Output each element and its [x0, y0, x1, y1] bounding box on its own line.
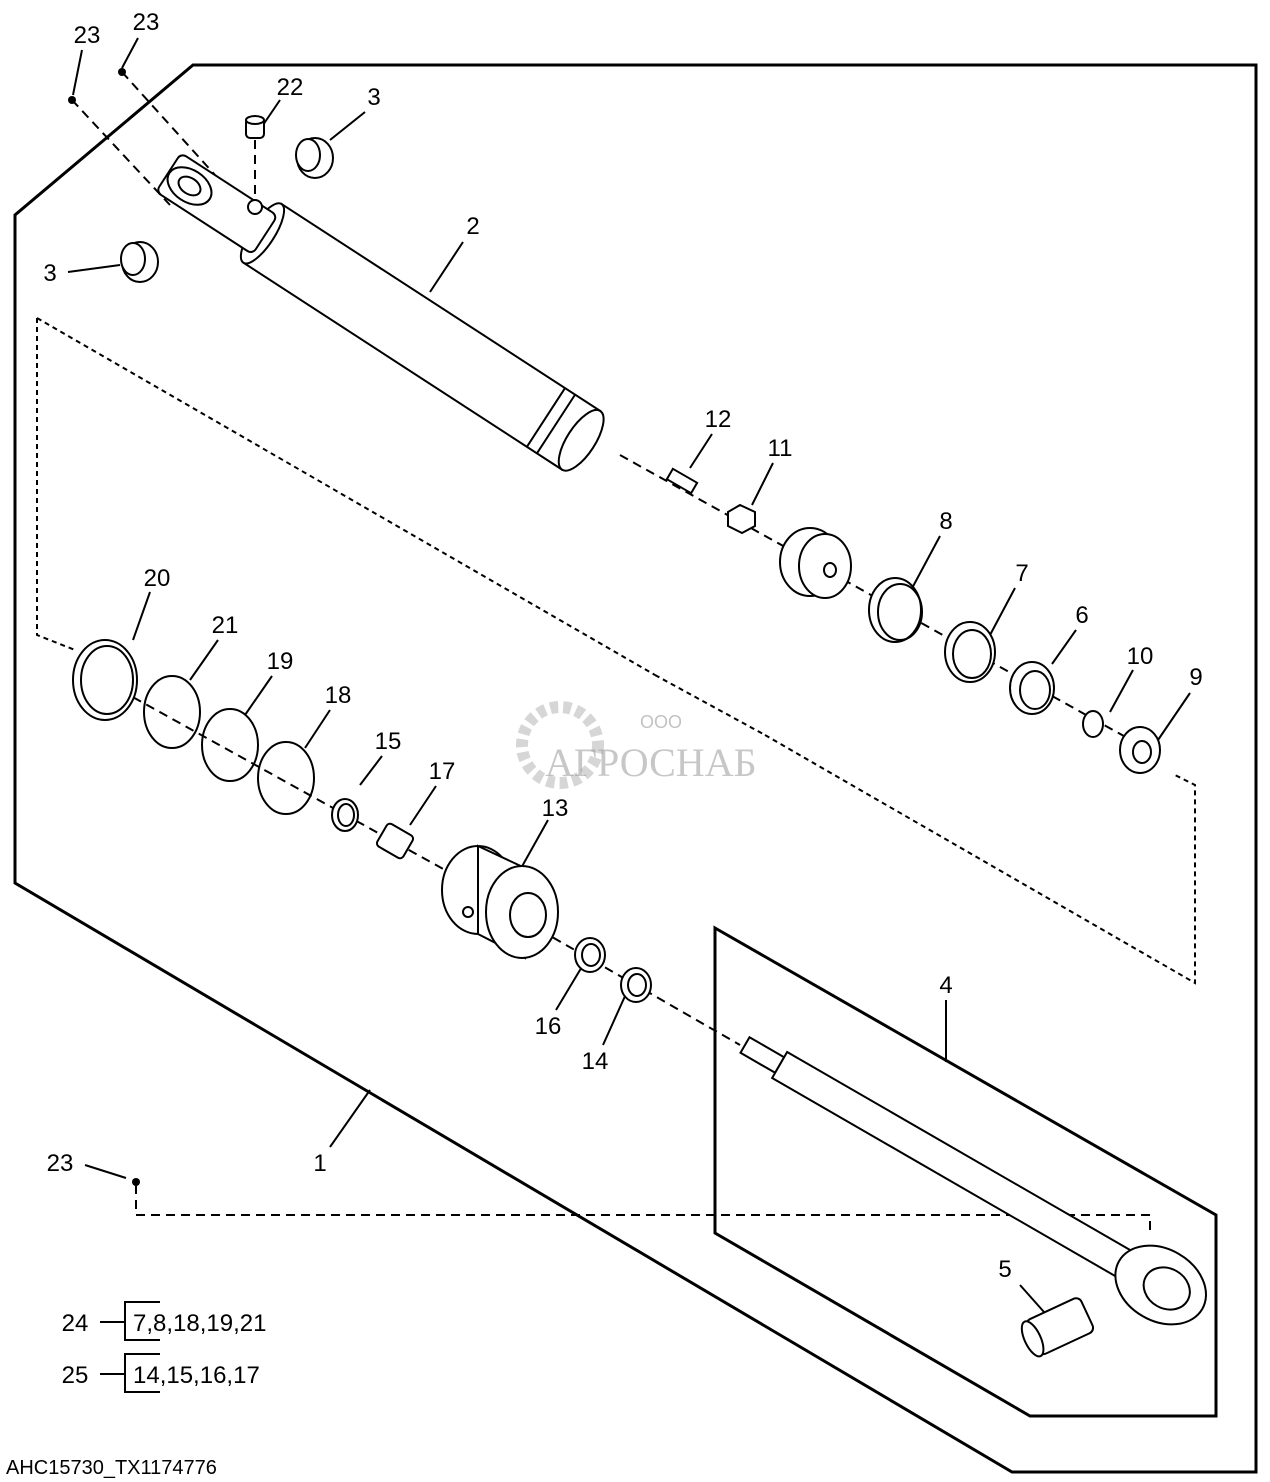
callout-6: 6: [1075, 602, 1088, 629]
callout-15: 15: [375, 728, 402, 755]
callout-21: 21: [212, 612, 239, 639]
grease-port: [247, 199, 263, 215]
kit-contents: 14,15,16,17: [133, 1362, 260, 1389]
bushing-17: [375, 822, 415, 860]
bushing-5: [1020, 1297, 1095, 1358]
seal-16: [574, 937, 606, 973]
ring-20: [72, 639, 138, 721]
piston: [779, 527, 852, 599]
seal-15: [331, 798, 359, 832]
callout-22: 22: [277, 74, 304, 101]
wear-ring-8: [868, 577, 923, 643]
assembly-outline: [13, 63, 1258, 1474]
o-ring-19: [201, 708, 259, 782]
callout-labels: 23 23 22 3 3 2 12 11 8 7 6 10 9 20 21 19…: [43, 9, 1202, 1283]
callout-8: 8: [939, 508, 952, 535]
callout-12: 12: [705, 406, 732, 433]
callout-14: 14: [582, 1048, 609, 1075]
seal-7: [944, 621, 996, 683]
callout-13: 13: [542, 795, 569, 822]
grease-fitting-23c: [132, 1178, 140, 1186]
o-ring-21: [143, 675, 201, 749]
callout-2: 2: [466, 213, 479, 240]
leader-lines: [67, 37, 1191, 1331]
callout-9: 9: [1189, 664, 1202, 691]
watermark-name: АГРОСНАБ: [545, 740, 757, 785]
figure-code: AHC15730_TX1174776: [6, 1457, 217, 1479]
cylinder-barrel: [157, 154, 605, 472]
seal-group-dashed-outline: [36, 317, 1196, 985]
grease-fitting-23a: [68, 96, 76, 104]
kit-id: 24: [62, 1310, 89, 1337]
callout-7: 7: [1015, 560, 1028, 587]
callout-4: 4: [939, 972, 952, 999]
watermark-logo: ООО АГРОСНАБ: [516, 701, 757, 789]
kit-id: 25: [62, 1362, 89, 1389]
callout-20: 20: [144, 565, 171, 592]
kit-contents: 7,8,18,19,21: [133, 1310, 266, 1337]
ring-10: [1082, 710, 1104, 738]
gland-13: [441, 844, 559, 960]
callout-16: 16: [535, 1013, 562, 1040]
callout-3: 3: [367, 84, 380, 111]
nut-11: [727, 503, 756, 535]
valve-12: [665, 467, 699, 495]
o-ring-18: [257, 741, 315, 815]
callout-11: 11: [768, 435, 793, 462]
callout-19: 19: [267, 648, 294, 675]
watermark-prefix: ООО: [640, 712, 682, 732]
rod-assembly-outline: [713, 925, 1218, 1418]
centerline-grease: [135, 1185, 1151, 1235]
callout-17: 17: [429, 758, 456, 785]
callout-3: 3: [43, 260, 56, 287]
callout-5: 5: [998, 1256, 1011, 1283]
centerline-pins: [71, 71, 256, 206]
wiper-9: [1119, 726, 1161, 774]
callout-23: 23: [47, 1150, 74, 1177]
centerline-head: [119, 689, 741, 1046]
seal-6: [1009, 661, 1055, 715]
callout-23: 23: [74, 22, 101, 49]
callout-23: 23: [133, 9, 160, 36]
bushing-3b: [120, 241, 159, 283]
grease-fitting-23b: [118, 68, 126, 76]
kit-legend: 24 7,8,18,19,21 25 14,15,16,17: [62, 1301, 266, 1393]
callout-18: 18: [325, 682, 352, 709]
callout-10: 10: [1127, 643, 1154, 670]
plug-22: [245, 115, 265, 139]
bushing-3a: [295, 137, 334, 179]
wiper-14: [620, 967, 652, 1003]
seal-group-dashed-line: [654, 674, 766, 736]
piston-rod: [739, 1035, 1207, 1326]
callout-1: 1: [313, 1150, 326, 1177]
